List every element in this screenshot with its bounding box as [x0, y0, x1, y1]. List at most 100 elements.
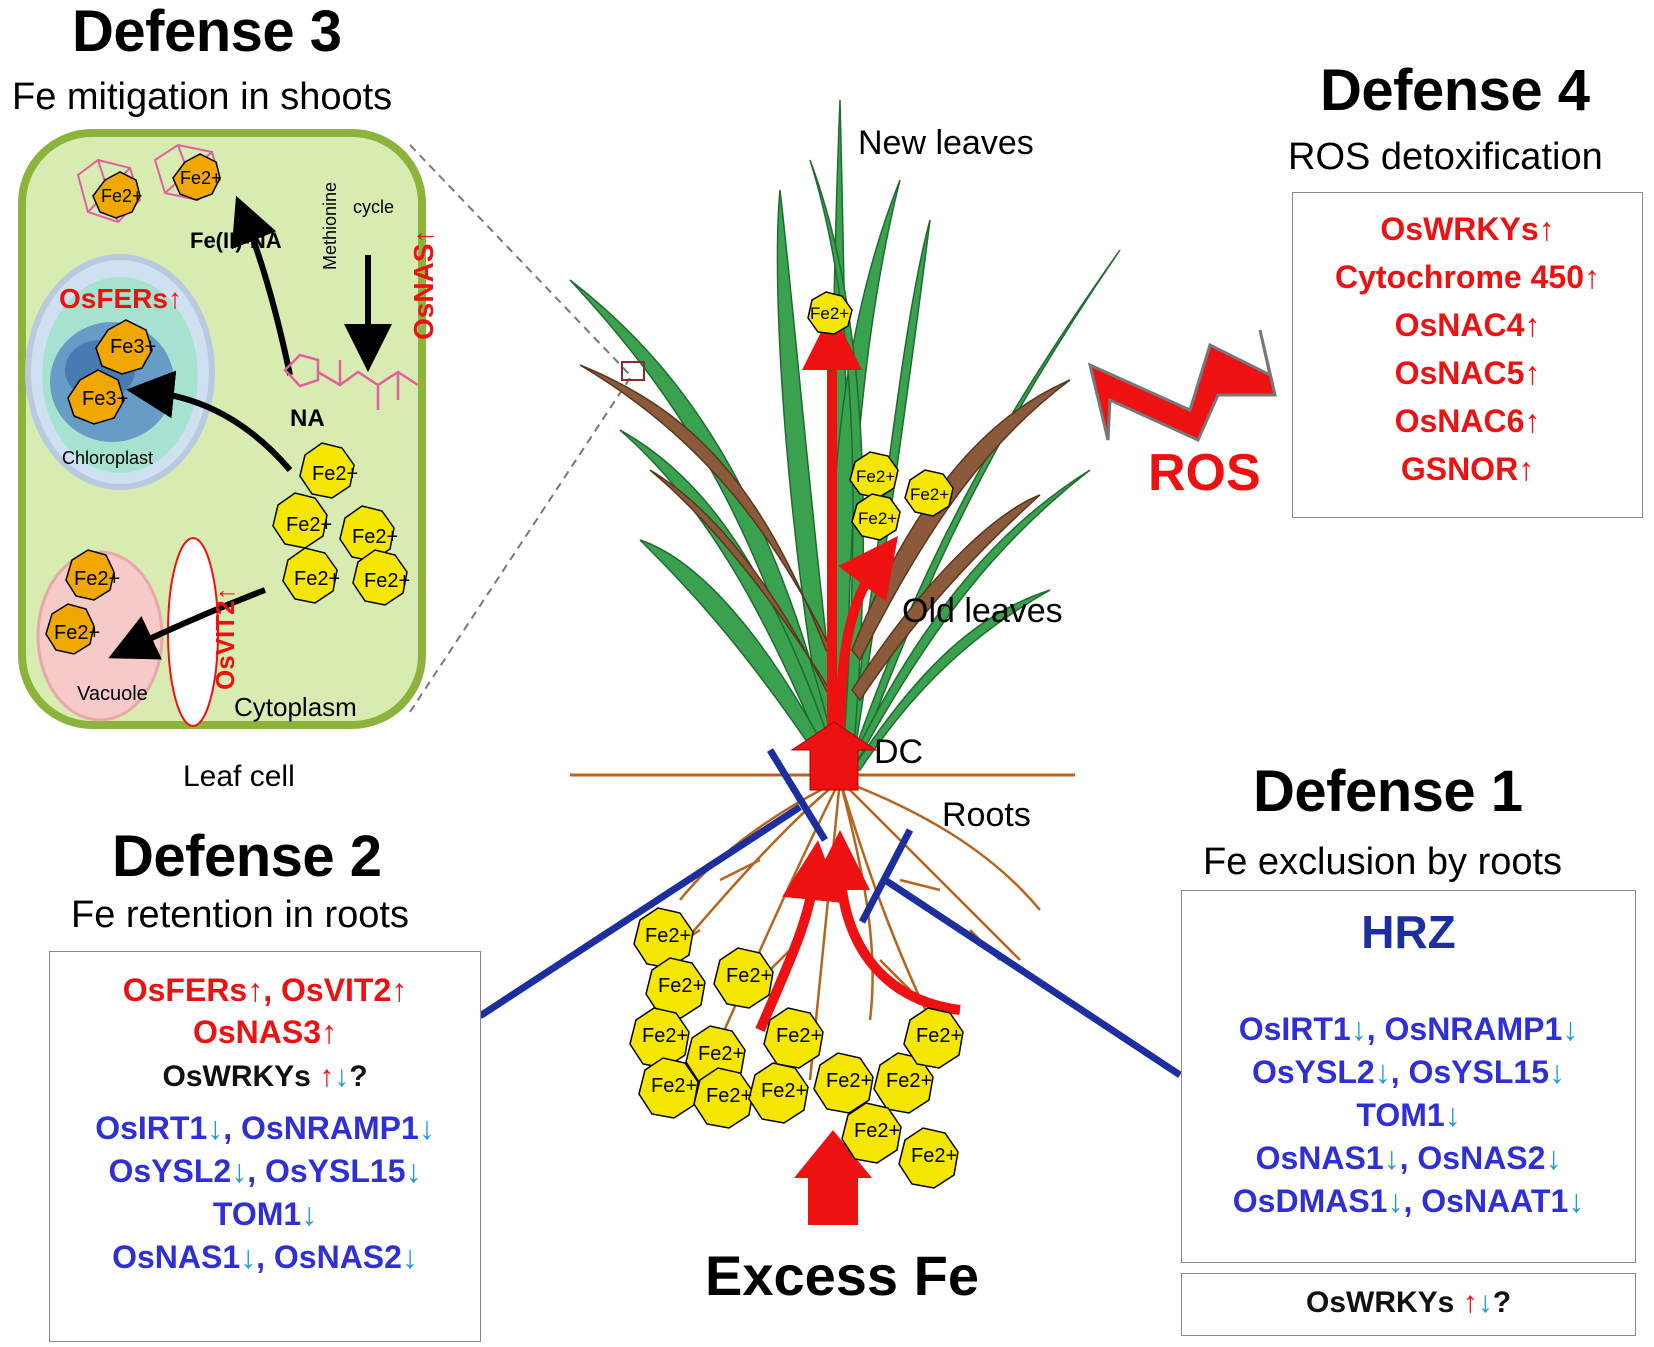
soil-fe-label-2: Fe2+ — [726, 965, 773, 987]
fe-old-leaf-1 — [849, 451, 899, 499]
arrow-to-old-leaves — [835, 535, 898, 741]
defense2-red-line1: OsFERs↑, OsVIT2↑ — [122, 972, 408, 1008]
fe-na-complex-label: Fe(II)-NA — [190, 228, 282, 253]
soil-fe-ions — [629, 907, 964, 1189]
soil-fe-label-11: Fe2+ — [916, 1025, 963, 1047]
vacuole-label: Vacuole — [77, 683, 148, 705]
leaf-cell-caption: Leaf cell — [183, 760, 295, 793]
defense2-gene-line-1: OsYSL2↓, OsYSL15↓ — [108, 1153, 422, 1189]
defense2-gene-line-3: OsNAS1↓, OsNAS2↓ — [112, 1239, 418, 1275]
fe3-label-2: Fe3+ — [82, 388, 129, 410]
cytoplasm-label: Cytoplasm — [234, 692, 357, 722]
fe2-label-5: Fe2+ — [364, 570, 411, 592]
defense2-title: Defense 2 — [112, 824, 382, 889]
fe2-label-3: Fe2+ — [352, 526, 399, 548]
defense4-gene-1: Cytochrome 450↑ — [1335, 259, 1600, 295]
fe-old-leaf-label-3: Fe2+ — [858, 509, 898, 528]
arrow-na-to-fena — [231, 195, 293, 376]
defense4-gene-5: GSNOR↑ — [1400, 451, 1535, 487]
defense1-gene-line-1: OsYSL2↓, OsYSL15↓ — [1251, 1054, 1565, 1090]
defense1-wrky-box: OsWRKYs ↑↓? — [1181, 1273, 1636, 1336]
osfers-label: OsFERs↑ — [59, 283, 182, 314]
fe-old-leaf-2 — [904, 469, 954, 517]
new-leaves-label: New leaves — [858, 124, 1034, 162]
na-structure — [283, 353, 419, 410]
soil-fe-label-10: Fe2+ — [886, 1070, 933, 1092]
cycle-label: cycle — [353, 197, 395, 217]
vac-fe-ion-1 — [65, 549, 115, 601]
fe2-label-4: Fe2+ — [294, 568, 341, 590]
fe2-ion-4 — [282, 547, 338, 604]
zoom-line-bottom — [409, 377, 631, 713]
soil-fe-label-3: Fe2+ — [642, 1025, 689, 1047]
defense1-bar — [858, 828, 914, 924]
fe2-label-1: Fe2+ — [312, 463, 359, 485]
fe3-ion-2 — [67, 369, 125, 425]
osvit2-label: OsVIT2↑ — [210, 587, 240, 690]
arrow-root-2 — [810, 830, 961, 1015]
soil-fe-label-7: Fe2+ — [706, 1085, 753, 1107]
defense2-red-line2: OsNAS3↑ — [192, 1014, 338, 1050]
chloroplast-label: Chloroplast — [62, 448, 154, 468]
defense1-title: Defense 1 — [1253, 759, 1523, 824]
excess-fe-label: Excess Fe — [705, 1244, 979, 1307]
defense4-title: Defense 4 — [1320, 58, 1590, 123]
hrz-label: HRZ — [1361, 906, 1456, 958]
vac-fe2-label-1: Fe2+ — [74, 568, 121, 590]
fe3-label-1: Fe3+ — [110, 336, 157, 358]
excess-fe-arrow — [794, 1130, 872, 1225]
defense1-gene-line-2: TOM1↓ — [1356, 1097, 1461, 1133]
fe-na-ion-2 — [172, 153, 221, 201]
dc-arrow — [790, 721, 878, 791]
defense4-subtitle: ROS detoxification — [1288, 136, 1603, 178]
defense2-subtitle: Fe retention in roots — [71, 894, 409, 936]
defense4-gene-0: OsWRKYs↑ — [1380, 211, 1555, 247]
soil-fe-label-6: Fe2+ — [651, 1075, 698, 1097]
fe-na-label-2: Fe2+ — [180, 168, 222, 188]
leaf-zoom-marker — [621, 361, 645, 381]
ros-lightning — [1087, 329, 1277, 442]
fe-old-leaf-label-2: Fe2+ — [910, 485, 950, 504]
defense2-blue-list: OsIRT1↓, OsNRAMP1↓ OsYSL2↓, OsYSL15↓ TOM1↓… — [50, 1112, 480, 1273]
soil-fe-label-1: Fe2+ — [658, 975, 705, 997]
defense4-gene-list: OsWRKYs↑ Cytochrome 450↑ OsNAC4↑ OsNAC5↑ OsN… — [1293, 193, 1642, 485]
fe2-ion-2 — [272, 492, 328, 549]
vac-fe2-label-2: Fe2+ — [54, 622, 101, 644]
roots-label: Roots — [942, 796, 1031, 834]
old-leaves — [579, 364, 1071, 702]
arrow-fe-to-vacuole — [108, 587, 267, 660]
fe2-ion-5 — [352, 549, 408, 606]
vac-fe-ion-2 — [45, 603, 95, 655]
cell-fe-ions — [45, 153, 408, 655]
fe-na-label-1: Fe2+ — [101, 186, 143, 206]
soil-fe-label-13: Fe2+ — [911, 1145, 958, 1167]
fe-na-ion-1 — [92, 171, 141, 219]
fe-new-leaf-label: Fe2+ — [810, 304, 850, 323]
fe-old-leaf-label-1: Fe2+ — [856, 467, 896, 486]
old-leaves-label: Old leaves — [902, 592, 1063, 630]
defense4-gene-2: OsNAC4↑ — [1394, 307, 1541, 343]
fe2-label-2: Fe2+ — [286, 514, 333, 536]
soil-fe-label-5: Fe2+ — [776, 1025, 823, 1047]
fe2-ion-3 — [339, 505, 395, 562]
zoom-line-top — [409, 144, 631, 376]
soil-fe-label-9: Fe2+ — [826, 1070, 873, 1092]
defense1-gene-line-3: OsNAS1↓, OsNAS2↓ — [1255, 1140, 1562, 1176]
defense2-gene-line-0: OsIRT1↓, OsNRAMP1↓ — [95, 1110, 435, 1146]
defense4-gene-3: OsNAC5↑ — [1394, 355, 1541, 391]
defense1-box: HRZ OsIRT1↓, OsNRAMP1↓OsYSL2↓, OsYSL15↓T… — [1181, 890, 1636, 1263]
osnas-label: OsNAS↑ — [408, 229, 439, 340]
ros-label: ROS — [1148, 444, 1261, 502]
na-label: NA — [290, 405, 325, 432]
defense2-gene-line-2: TOM1↓ — [212, 1196, 318, 1232]
fe-transport-arrows — [755, 310, 961, 1225]
rice-plant — [569, 99, 1121, 1081]
defense2-box: OsFERs↑, OsVIT2↑ OsNAS3↑ OsWRKYs ↑↓? OsI… — [49, 951, 481, 1342]
dc-label: DC — [874, 733, 924, 771]
defense4-gene-4: OsNAC6↑ — [1394, 403, 1541, 439]
defense2-bar — [767, 748, 828, 842]
fe-old-leaf-3 — [851, 493, 901, 541]
arrow-root-1 — [755, 840, 842, 1032]
defense1-blue-list: OsIRT1↓, OsNRAMP1↓OsYSL2↓, OsYSL15↓TOM1↓… — [1182, 1013, 1635, 1217]
fe3-ion-1 — [95, 319, 153, 375]
